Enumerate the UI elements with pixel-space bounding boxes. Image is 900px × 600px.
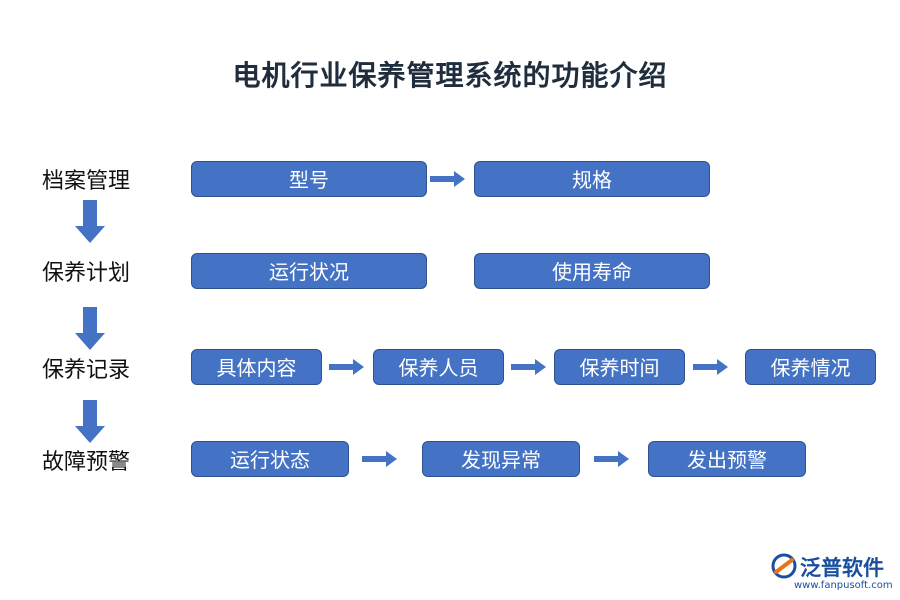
box-personnel: 保养人员 [373, 349, 504, 385]
logo-name: 泛普软件 [800, 556, 884, 580]
box-status: 保养情况 [745, 349, 876, 385]
box-spec: 规格 [474, 161, 710, 197]
down-arrow-icon [75, 400, 105, 443]
brand-logo: 泛普软件 www.fanpusoft.com [770, 550, 895, 594]
right-arrow-icon [430, 171, 465, 187]
stage-label-archive: 档案管理 [42, 169, 131, 194]
right-arrow-icon [511, 359, 546, 375]
stage-label-plan: 保养计划 [42, 261, 131, 286]
box-running-condition: 运行状况 [191, 253, 427, 289]
box-find-anomaly: 发现异常 [422, 441, 580, 477]
box-model: 型号 [191, 161, 427, 197]
stage-label-warning: 故障预警 [42, 450, 131, 475]
box-issue-warning: 发出预警 [648, 441, 806, 477]
right-arrow-icon [594, 451, 629, 467]
box-service-life: 使用寿命 [474, 253, 710, 289]
box-time: 保养时间 [554, 349, 685, 385]
down-arrow-icon [75, 200, 105, 243]
right-arrow-icon [329, 359, 364, 375]
fanpu-logo-icon [771, 553, 797, 579]
right-arrow-icon [693, 359, 728, 375]
box-content: 具体内容 [191, 349, 322, 385]
stage-label-record: 保养记录 [42, 358, 131, 383]
logo-url: www.fanpusoft.com [794, 580, 893, 591]
right-arrow-icon [362, 451, 397, 467]
diagram-title: 电机行业保养管理系统的功能介绍 [232, 59, 668, 92]
down-arrow-icon [75, 307, 105, 350]
box-run-state: 运行状态 [191, 441, 349, 477]
